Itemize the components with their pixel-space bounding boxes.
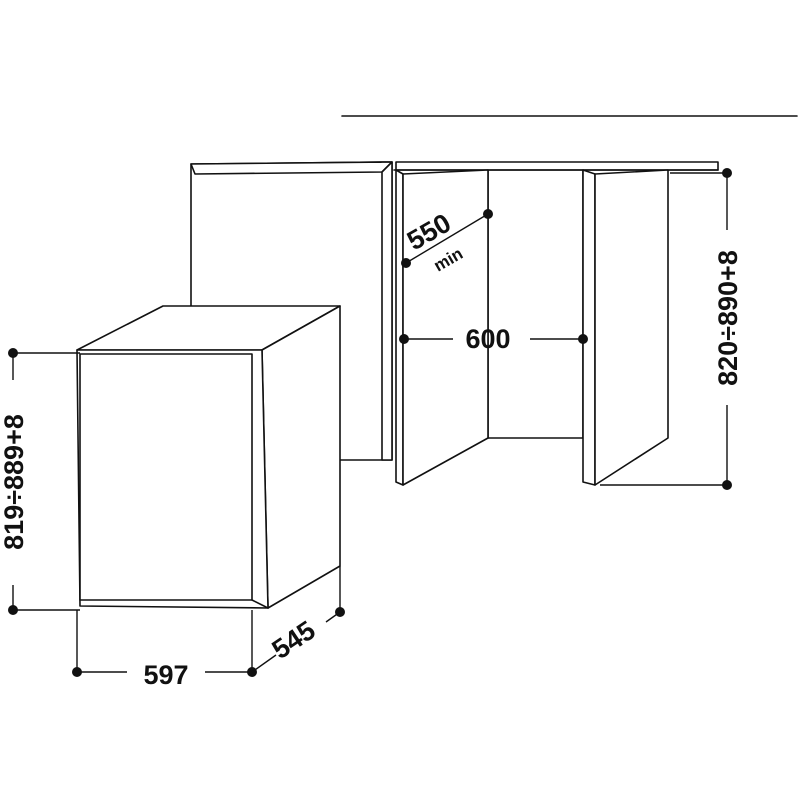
niche-height-label: 820÷890+8 — [713, 250, 743, 386]
appliance-depth-end-dot — [335, 607, 345, 617]
left-side-panel-edge — [395, 169, 404, 486]
niche-width-start-dot — [399, 334, 409, 344]
appliance-depth-label: 545 — [267, 615, 321, 665]
worktop-slab — [395, 161, 719, 171]
appliance-height-start-dot — [8, 348, 18, 358]
niche-depth-line — [405, 213, 489, 264]
dimension-niche-width: 600 — [399, 324, 588, 354]
appliance-side — [261, 305, 341, 609]
left-cabinet-side — [381, 161, 393, 461]
appliance-depth-line-left — [251, 654, 277, 673]
right-side-panel — [594, 169, 669, 486]
niche-height-start-dot — [722, 168, 732, 178]
niche-width-label: 600 — [465, 324, 510, 354]
niche-height-end-dot — [722, 480, 732, 490]
appliance-width-start-dot — [72, 667, 82, 677]
appliance-height-label: 819÷889+8 — [0, 414, 29, 550]
appliance-door — [79, 353, 253, 601]
appliance-height-end-dot — [8, 605, 18, 615]
appliance — [76, 305, 341, 609]
dimension-appliance-width: 597 — [72, 610, 257, 690]
left-side-panel — [402, 169, 489, 486]
dimension-niche-height: 820÷890+8 — [600, 168, 743, 490]
niche-depth-end-dot — [483, 209, 493, 219]
niche-width-end-dot — [578, 334, 588, 344]
niche — [393, 161, 719, 486]
niche-depth-start-dot — [401, 258, 411, 268]
appliance-door-gap — [251, 599, 269, 609]
dimension-appliance-height: 819÷889+8 — [0, 348, 80, 615]
appliance-width-label: 597 — [143, 660, 188, 690]
left-cabinet-top — [190, 161, 393, 175]
right-side-panel-edge — [582, 169, 596, 486]
